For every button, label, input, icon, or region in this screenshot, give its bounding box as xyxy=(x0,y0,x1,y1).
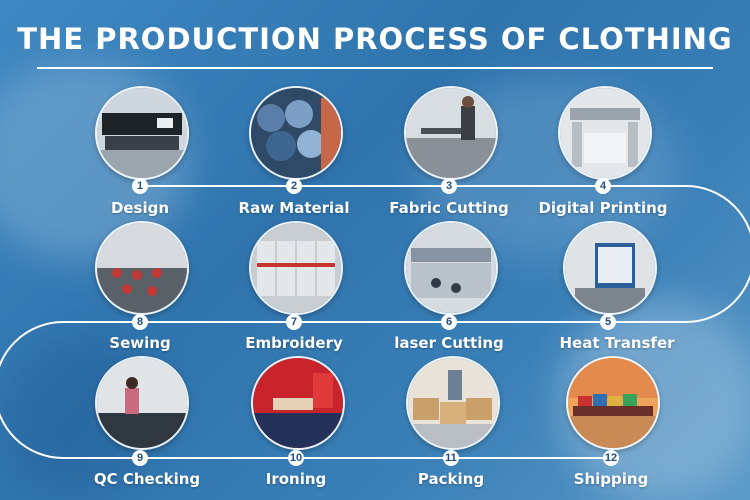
step-number-badge: 5 xyxy=(600,314,616,330)
step-number-badge: 11 xyxy=(443,450,459,466)
step-number-badge: 7 xyxy=(286,314,302,330)
printing-machine-photo xyxy=(558,86,652,180)
step-label: Heat Transfer xyxy=(559,334,675,352)
cutting-table-photo xyxy=(404,86,498,180)
step-label: Packing xyxy=(417,470,485,488)
step-label: QC Checking xyxy=(93,470,201,488)
fabric-rolls-photo xyxy=(249,86,343,180)
step-label: laser Cutting xyxy=(394,334,504,352)
embroidery-machine-photo xyxy=(249,221,343,315)
step-number-badge: 6 xyxy=(441,314,457,330)
packing-boxes-photo xyxy=(406,356,500,450)
title-divider xyxy=(37,67,713,69)
page-title: THE PRODUCTION PROCESS OF CLOTHING xyxy=(17,22,733,56)
sewing-floor-photo xyxy=(95,221,189,315)
step-label: Fabric Cutting xyxy=(389,199,509,217)
step-label: Sewing xyxy=(109,334,171,352)
heat-press-photo xyxy=(563,221,657,315)
cargo-ship-photo xyxy=(566,356,660,450)
step-number-badge: 1 xyxy=(132,178,148,194)
step-label: Design xyxy=(110,199,170,217)
laser-cutter-photo xyxy=(404,221,498,315)
step-number-badge: 12 xyxy=(603,450,619,466)
step-number-badge: 8 xyxy=(132,314,148,330)
step-label: Digital Printing xyxy=(538,199,668,217)
step-number-badge: 4 xyxy=(595,178,611,194)
qc-inspection-photo xyxy=(95,356,189,450)
step-number-badge: 10 xyxy=(288,450,304,466)
design-plotter-photo xyxy=(95,86,189,180)
ironing-photo xyxy=(251,356,345,450)
step-label: Ironing xyxy=(265,470,327,488)
step-number-badge: 3 xyxy=(441,178,457,194)
step-label: Embroidery xyxy=(245,334,343,352)
step-label: Shipping xyxy=(573,470,649,488)
step-number-badge: 9 xyxy=(132,450,148,466)
step-label: Raw Material xyxy=(238,199,350,217)
step-number-badge: 2 xyxy=(286,178,302,194)
